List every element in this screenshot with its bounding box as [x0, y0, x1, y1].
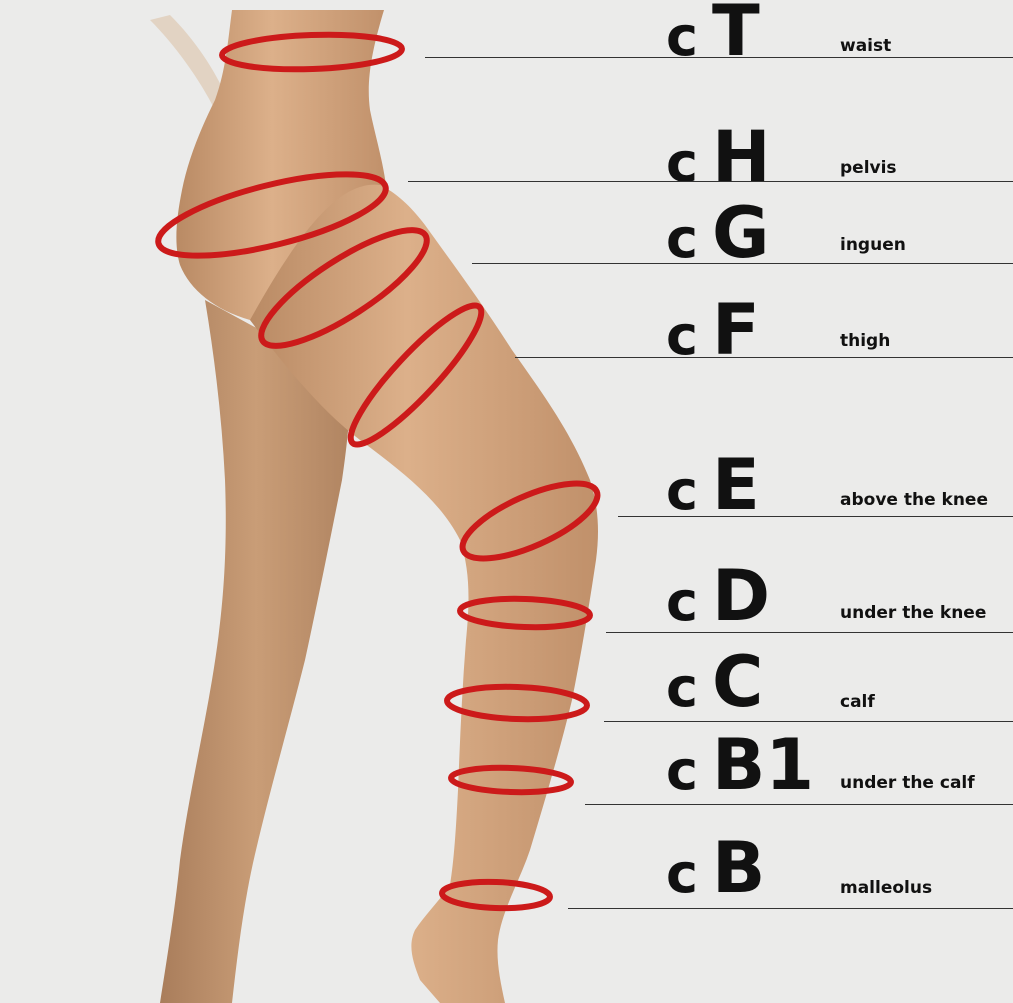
- arm-shape: [150, 15, 228, 110]
- code-letter: F: [712, 289, 760, 371]
- measure-name: pelvis: [840, 160, 897, 177]
- code-letter: H: [712, 116, 771, 198]
- leader-line: [515, 357, 1013, 358]
- leader-line: [408, 181, 1013, 182]
- code-letter: T: [712, 0, 760, 72]
- measure-name: under the calf: [840, 775, 975, 792]
- leader-line: [425, 57, 1013, 58]
- leader-line: [568, 908, 1013, 909]
- code-letter: D: [712, 555, 770, 637]
- measure-name: malleolus: [840, 880, 932, 897]
- leader-line: [472, 263, 1013, 264]
- code-letter: C: [712, 641, 763, 723]
- code-prefix: c: [666, 207, 698, 270]
- code-letter: B1: [712, 724, 814, 806]
- code-prefix: c: [666, 131, 698, 194]
- code-letter: B: [712, 827, 765, 909]
- code-letter: E: [712, 444, 760, 526]
- measure-name: waist: [840, 38, 891, 55]
- code-letter: G: [712, 192, 769, 274]
- code-prefix: c: [666, 842, 698, 905]
- leader-line: [618, 516, 1013, 517]
- measure-name: above the knee: [840, 492, 988, 509]
- measure-name: under the knee: [840, 605, 986, 622]
- measure-name: calf: [840, 694, 875, 711]
- leader-line: [585, 804, 1013, 805]
- code-prefix: c: [666, 656, 698, 719]
- code-prefix: c: [666, 570, 698, 633]
- code-prefix: c: [666, 739, 698, 802]
- leader-line: [606, 632, 1013, 633]
- leader-line: [604, 721, 1013, 722]
- code-prefix: c: [666, 459, 698, 522]
- measure-name: thigh: [840, 333, 890, 350]
- code-prefix: c: [666, 5, 698, 68]
- measure-name: inguen: [840, 237, 906, 254]
